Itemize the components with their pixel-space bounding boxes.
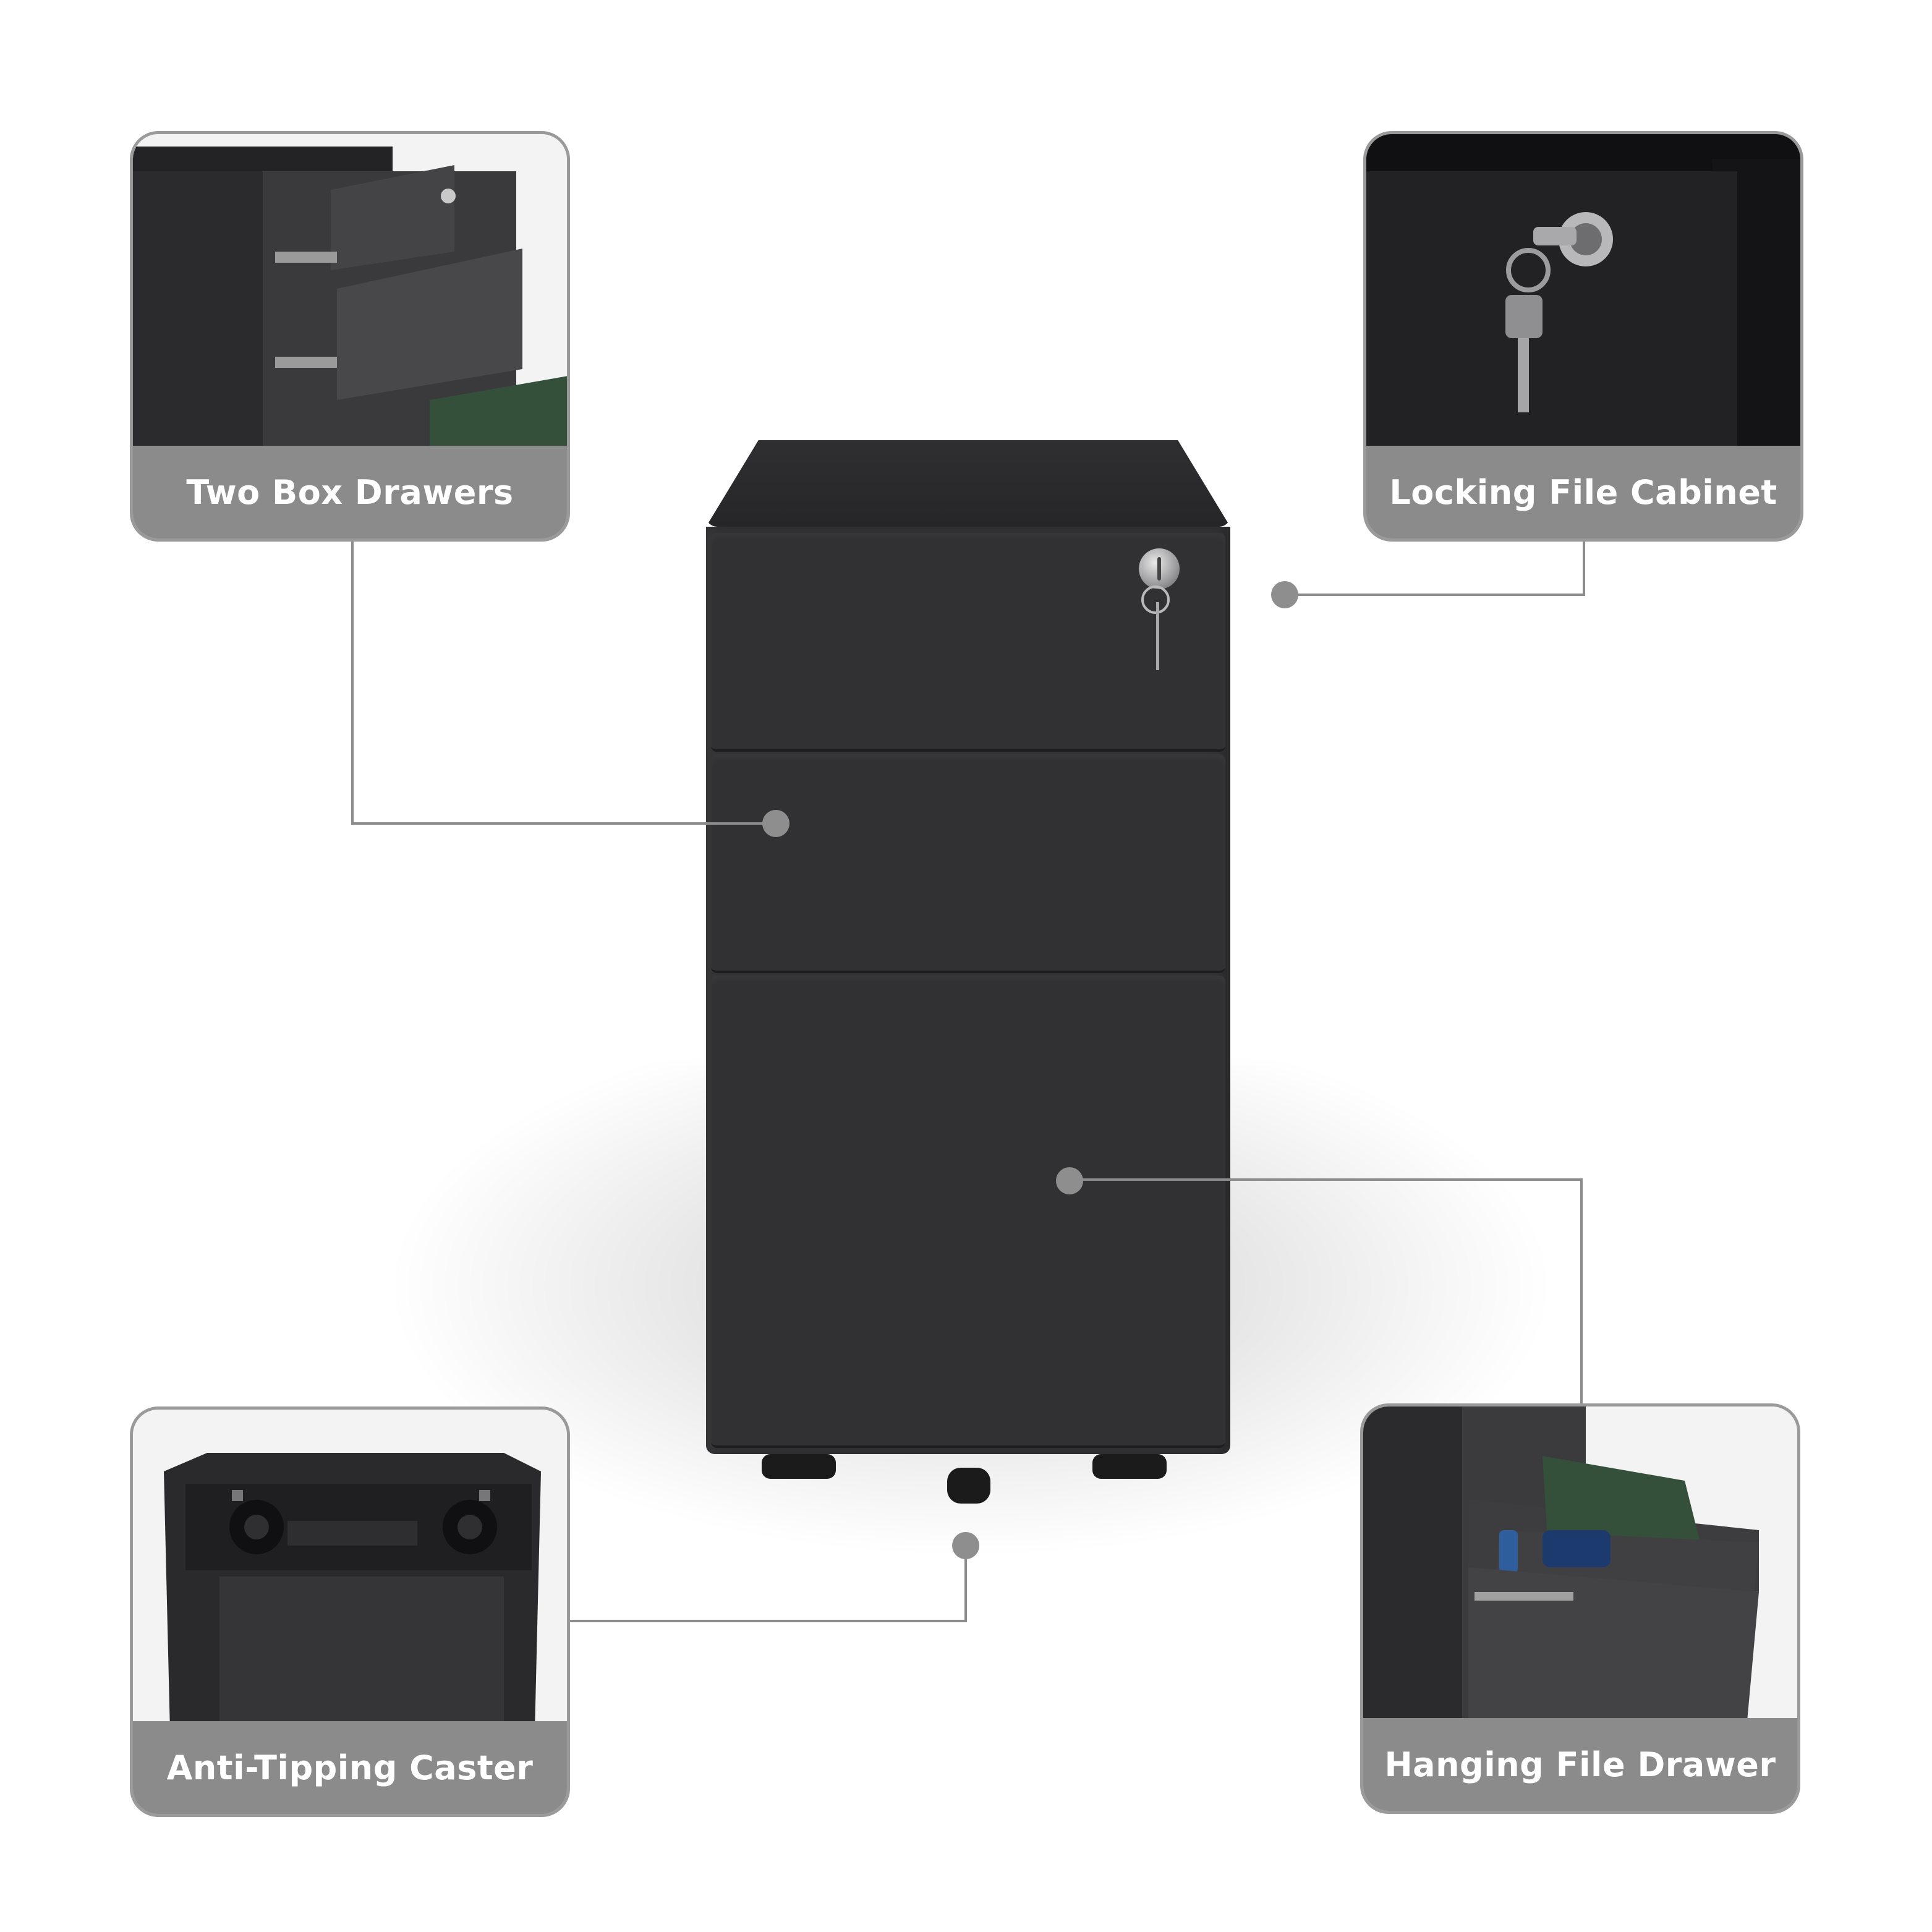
caster-wheel-left [762, 1454, 836, 1479]
leader-line [351, 542, 354, 825]
file-drawer-photo [1363, 1406, 1797, 1728]
label-band: Hanging File Drawer [1363, 1718, 1797, 1811]
callout-dot [762, 810, 789, 837]
callout-label: Hanging File Drawer [1384, 1745, 1776, 1784]
main-file-cabinet [706, 440, 1230, 1504]
label-band: Two Box Drawers [133, 446, 567, 538]
callout-card-two-box-drawers: Two Box Drawers [130, 131, 570, 542]
callout-dot [1271, 581, 1298, 608]
leader-line [1070, 1178, 1583, 1181]
callout-card-anti-tipping-caster: Anti-Tipping Caster [130, 1406, 570, 1817]
lock-and-key-photo [1366, 134, 1800, 456]
leader-line [1583, 542, 1585, 596]
box-drawers-photo [133, 134, 567, 456]
middle-box-drawer [711, 754, 1225, 973]
callout-label: Locking File Cabinet [1389, 472, 1777, 512]
caster-wheel-right [1092, 1454, 1167, 1479]
caster-wheels-photo [133, 1410, 567, 1731]
cabinet-top [706, 440, 1230, 527]
hanging-file-drawer [711, 976, 1225, 1448]
label-band: Anti-Tipping Caster [133, 1721, 567, 1814]
anti-tip-caster [947, 1468, 990, 1504]
callout-card-locking-file-cabinet: Locking File Cabinet [1363, 131, 1803, 542]
leader-line [570, 1620, 967, 1622]
leader-line [1580, 1178, 1583, 1406]
callout-card-hanging-file-drawer: Hanging File Drawer [1360, 1403, 1800, 1814]
key-ring-icon [1141, 585, 1170, 614]
key-icon [1156, 602, 1159, 670]
callout-dot [1056, 1167, 1083, 1194]
leader-line [1285, 594, 1585, 596]
callout-label: Anti-Tipping Caster [166, 1748, 534, 1787]
callout-dot [952, 1532, 979, 1559]
leader-line [351, 822, 777, 825]
leader-line [964, 1558, 967, 1622]
callout-label: Two Box Drawers [186, 472, 514, 512]
lock-icon [1139, 548, 1180, 589]
label-band: Locking File Cabinet [1366, 446, 1800, 538]
